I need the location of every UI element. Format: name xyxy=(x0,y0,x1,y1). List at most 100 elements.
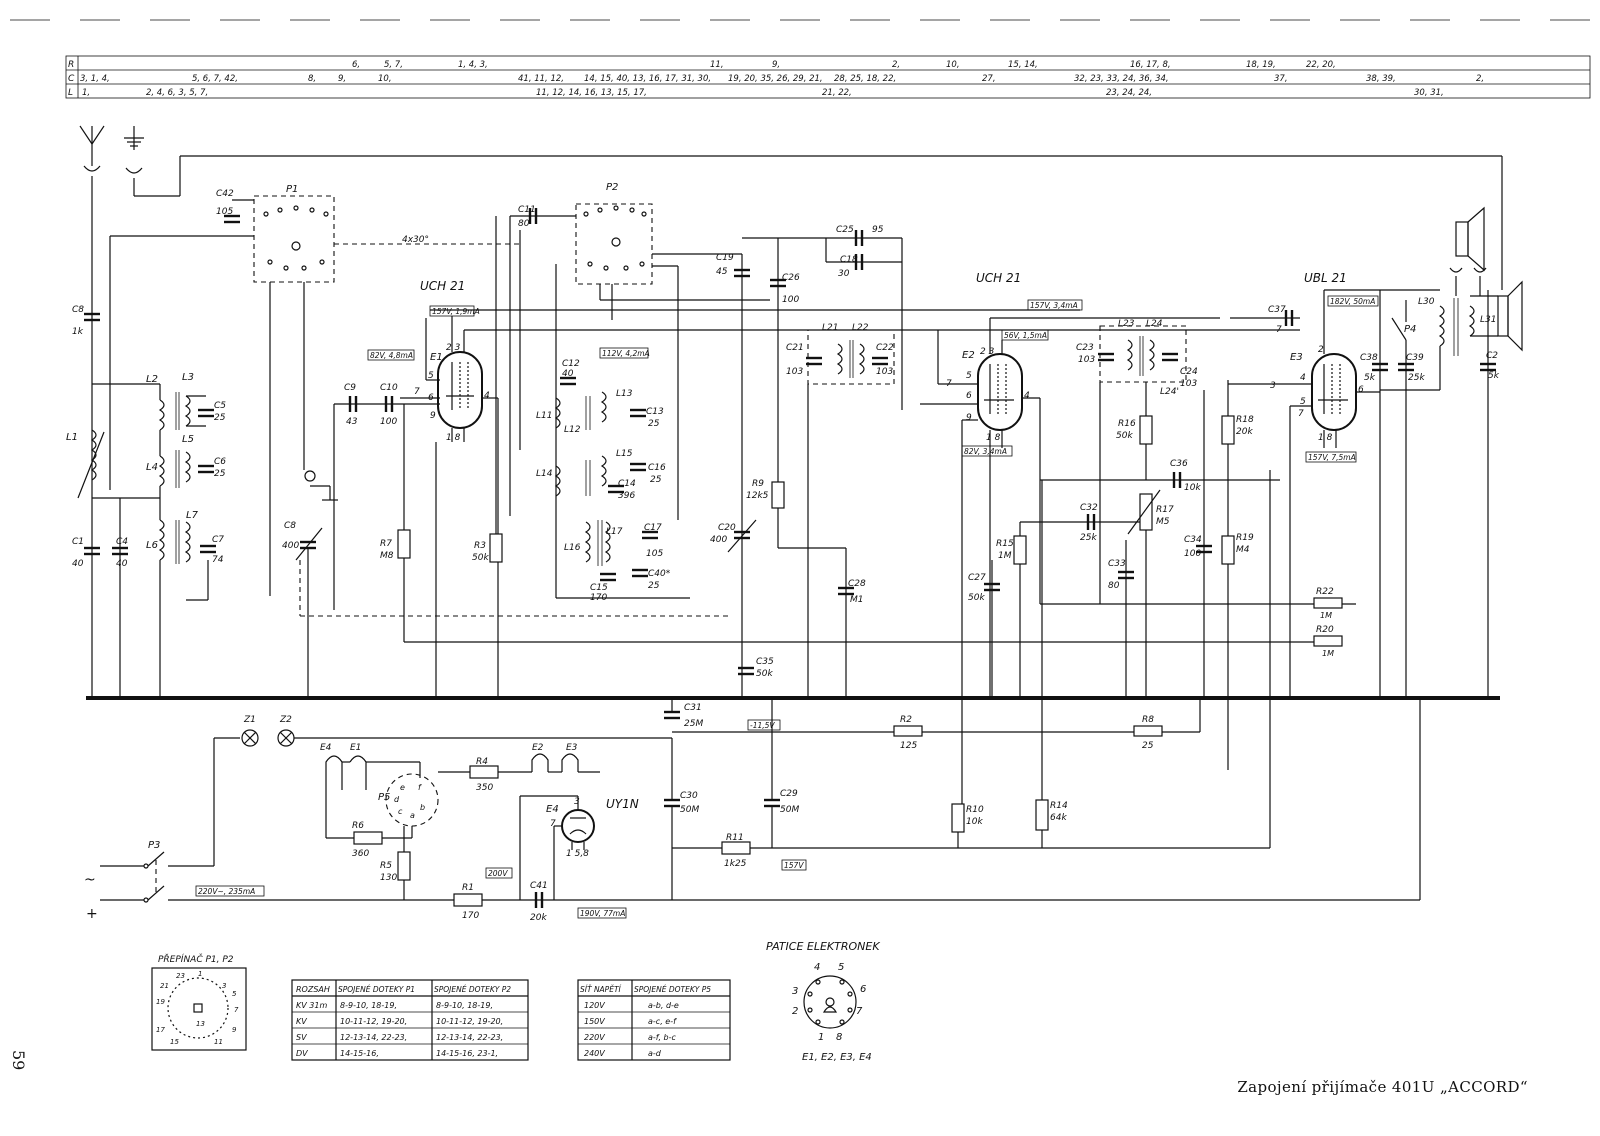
label-c19: 45 xyxy=(716,267,728,277)
label-c20: 400 xyxy=(710,535,727,545)
ref-row-label-l: L xyxy=(68,88,73,98)
label-c2-ref: C2 xyxy=(1486,351,1498,361)
label-c1: 40 xyxy=(72,559,84,569)
p-contact-13: 13 xyxy=(196,1020,205,1028)
label-r17: M5 xyxy=(1156,517,1170,527)
label-c35-ref: C35 xyxy=(756,657,774,667)
label-c22-ref: C22 xyxy=(876,343,894,353)
range-h2: SPOJENÉ DOTEKY P2 xyxy=(434,985,511,994)
label-r16-ref: R16 xyxy=(1118,419,1136,429)
label-c14-ref: C14 xyxy=(618,479,636,489)
power-supply: Z1 Z2 C31 25M -11,5V R2 125 R8 25 E4 E1 … xyxy=(84,470,1421,923)
label-c40-ref: C40* xyxy=(648,569,671,579)
oscillator-coils: 112V, 4,2mA C12 40 L11 L12 L13 C13 25 L1… xyxy=(536,347,690,603)
label-l2: L2 xyxy=(146,374,158,385)
label-c32-ref: C32 xyxy=(1080,503,1098,513)
label-r9: 12k5 xyxy=(746,491,769,501)
label-r11: 1k25 xyxy=(724,859,747,869)
range-r3c2: 14-15-16, 23-1, xyxy=(436,1049,498,1058)
range-r3c1: 14-15-16, xyxy=(340,1049,379,1058)
tube-e2-pin9: 9 xyxy=(966,413,972,423)
label-r18-ref: R18 xyxy=(1236,415,1254,425)
range-r2c0: SV xyxy=(296,1033,307,1042)
label-c34-ref: C34 xyxy=(1184,535,1202,545)
label-c4: 40 xyxy=(116,559,128,569)
ref-r-3: 11, xyxy=(710,60,724,70)
p-contact-1: 1 xyxy=(198,970,202,978)
label-l17: L17 xyxy=(606,527,623,537)
tube-e3-pin4: 4 xyxy=(1300,373,1306,383)
socket-pin-1: 1 xyxy=(818,1032,824,1043)
tube-e3-pin7: 7 xyxy=(1298,409,1304,419)
label-p4: P4 xyxy=(1404,324,1416,335)
lamp-z1-icon xyxy=(241,729,259,747)
p5-contact-e: e xyxy=(400,783,405,792)
label-c21: 103 xyxy=(786,367,803,377)
label-c9: 43 xyxy=(346,417,358,427)
label-c13: 25 xyxy=(648,419,660,429)
label-c23-ref: C23 xyxy=(1076,343,1094,353)
label-r10: 10k xyxy=(966,817,983,827)
label-c29: 50M xyxy=(780,805,799,815)
label-c10: 100 xyxy=(380,417,397,427)
label-c14: 396 xyxy=(618,491,635,501)
ref-c-0: 3, 1, 4, xyxy=(80,74,110,84)
ref-l-4: 23, 24, 24, xyxy=(1106,88,1152,98)
switch-p2: P2 C11 80 xyxy=(509,182,770,598)
label-z1: Z1 xyxy=(243,715,256,725)
earth-symbol xyxy=(124,126,1503,290)
label-c24-ref: C24 xyxy=(1180,367,1198,377)
label-l16: L16 xyxy=(564,543,581,553)
label-c28-ref: C28 xyxy=(848,579,866,589)
label-c17: 105 xyxy=(646,549,663,559)
range-r0c0: KV 31m xyxy=(296,1001,327,1010)
tube-e4-ref: E4 xyxy=(546,804,559,815)
ref-c-13: 2, xyxy=(1476,74,1484,84)
range-h1: SPOJENÉ DOTEKY P1 xyxy=(338,985,415,994)
tube-e1: UCH 21 E1 1 8 2 3 5 7 6 4 9 157V, 1,9mA … xyxy=(367,279,1300,698)
p-contact-5: 5 xyxy=(232,990,237,998)
tube-e2-pin4: 4 xyxy=(1024,391,1030,401)
label-r6-ref: R6 xyxy=(352,821,364,831)
label-c29-ref: C29 xyxy=(780,789,798,799)
label-r22-ref: R22 xyxy=(1316,587,1334,597)
vtag-bias: -11,5V xyxy=(750,721,775,730)
p-contact-15: 15 xyxy=(170,1038,179,1046)
tube-e1-ref: E1 xyxy=(430,352,443,363)
tube-e1-pin2: 2 3 xyxy=(446,343,461,353)
tube-e1-pin7: 7 xyxy=(414,387,420,397)
p-contact-9: 9 xyxy=(232,1026,237,1034)
label-c37: 7 xyxy=(1276,325,1282,335)
label-r14-ref: R14 xyxy=(1050,801,1068,811)
label-c27: 50k xyxy=(968,593,985,603)
label-c39-ref: C39 xyxy=(1406,353,1424,363)
label-r1: 170 xyxy=(462,911,479,921)
label-c33-ref: C33 xyxy=(1108,559,1126,569)
label-gang-cap: 4x30° xyxy=(402,235,429,245)
label-c40: 25 xyxy=(648,581,660,591)
label-c34: 100 xyxy=(1184,549,1201,559)
if-transformer-2: L23 L24 L24' C23 103 C24 103 R16 50k C36… xyxy=(1040,319,1280,604)
vtag-e1-osc: 112V, 4,2mA xyxy=(602,349,650,358)
label-c36-ref: C36 xyxy=(1170,459,1188,469)
label-c12: 40 xyxy=(562,369,574,379)
label-r1-ref: R1 xyxy=(462,883,474,893)
tube-e2-ref: E2 xyxy=(962,350,975,361)
label-c26-ref: C26 xyxy=(782,273,800,283)
p-contact-23: 23 xyxy=(176,972,185,980)
label-c19-ref: C19 xyxy=(716,253,734,263)
socket-pin-6: 6 xyxy=(860,984,866,995)
oscillator-tuning: C19 45 C20 400 C26 100 R9 12k5 C28 M1 C2… xyxy=(710,225,903,698)
label-r5-ref: R5 xyxy=(380,861,392,871)
mains-r3c0: 240V xyxy=(584,1049,605,1058)
ref-c-10: 32, 23, 33, 24, 36, 34, xyxy=(1074,74,1169,84)
label-c16: 25 xyxy=(650,475,662,485)
label-p5: P5 xyxy=(378,792,390,803)
label-c8b-ref: C8 xyxy=(284,521,296,531)
ref-c-12: 38, 39, xyxy=(1366,74,1396,84)
label-l12: L12 xyxy=(564,425,581,435)
label-l1: L1 xyxy=(66,432,78,443)
ref-r-1: 5, 7, xyxy=(384,60,403,70)
label-l13: L13 xyxy=(616,389,633,399)
mains-r2c0: 220V xyxy=(584,1033,605,1042)
